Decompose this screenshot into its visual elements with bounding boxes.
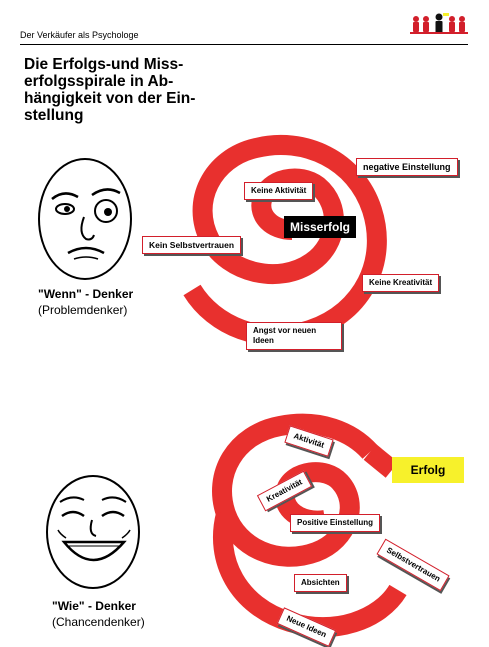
label-creativity: Kreativität: [256, 470, 313, 512]
label-negative-attitude: negative Einstellung: [356, 158, 458, 176]
label-positive-attitude: Positive Einstellung: [290, 514, 381, 532]
title-line: Die Erfolgs-und Miss-: [24, 56, 184, 73]
label-new-ideas: Neue Ideen: [276, 607, 336, 647]
smiling-face-icon: [46, 475, 140, 589]
thinker-type: (Chancendenker): [52, 615, 145, 629]
thinker-name: "Wenn" - Denker: [38, 287, 134, 301]
thinker-type: (Problemdenker): [38, 303, 128, 317]
chance-thinker-caption: "Wie" - Denker (Chancendenker): [52, 598, 145, 630]
header-divider: [20, 44, 468, 45]
document-header: Der Verkäufer als Psychologe: [20, 30, 139, 40]
title-line: stellung: [24, 107, 84, 124]
label-no-activity: Keine Aktivität: [244, 182, 314, 200]
label-intentions: Absichten: [294, 574, 347, 592]
success-spiral-outer: [363, 444, 399, 478]
label-activity: Aktivität: [284, 425, 334, 457]
page-title: Die Erfolgs-und Miss- erfolgsspirale in …: [24, 56, 196, 124]
label-no-confidence: Kein Selbstvertrauen: [142, 236, 242, 254]
title-line: hängigkeit von der Ein-: [24, 90, 196, 107]
failure-center-label: Misserfolg: [284, 216, 357, 238]
label-no-creativity: Keine Kreativität: [362, 274, 440, 292]
success-label: Erfolg: [392, 457, 464, 483]
thinker-name: "Wie" - Denker: [52, 599, 136, 613]
frowning-face-icon: [38, 158, 132, 280]
title-line: erfolgsspirale in Ab-: [24, 73, 174, 90]
label-fear-new-ideas: Angst vor neuen Ideen: [246, 322, 342, 350]
people-group-logo-icon: [410, 13, 468, 34]
problem-thinker-caption: "Wenn" - Denker (Problemdenker): [38, 286, 133, 318]
label-confidence: Selbstvertrauen: [376, 538, 450, 592]
